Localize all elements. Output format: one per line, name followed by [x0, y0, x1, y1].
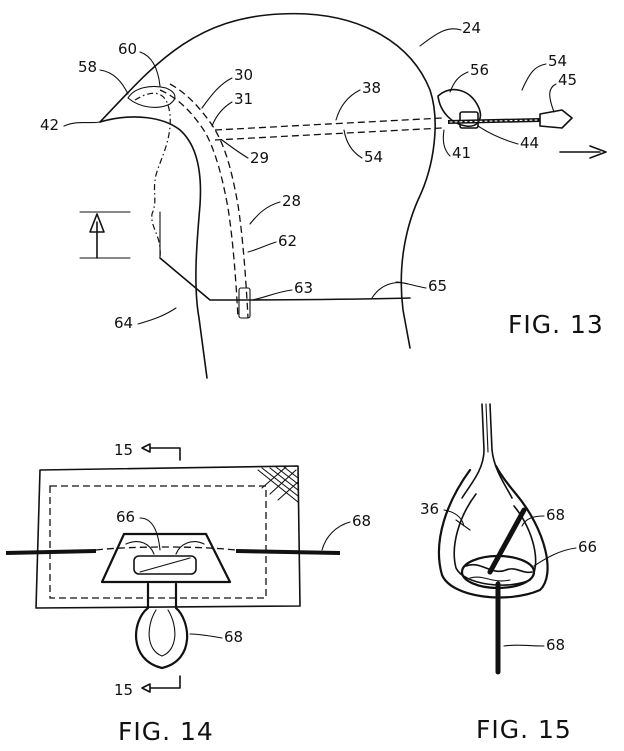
fastener-slot [133, 555, 197, 575]
fig13-caption: FIG. 13 [508, 310, 604, 339]
callout-62: 62 [278, 232, 297, 250]
callout-44: 44 [520, 134, 539, 152]
callout-45: 45 [558, 71, 577, 89]
fabric-hatch [257, 466, 299, 503]
callout-68-fig14-loop: 68 [224, 628, 243, 646]
section-mark-top [149, 447, 181, 461]
panel-strand-left [461, 403, 485, 499]
head-profile [134, 92, 171, 259]
callout-54-mid: 54 [364, 148, 383, 166]
fastener-66 [100, 532, 232, 584]
retainer-63 [238, 287, 251, 319]
callout-41: 41 [452, 144, 471, 162]
callout-38: 38 [362, 79, 381, 97]
section-15-top: 15 [114, 441, 133, 459]
cord-end-stopper [539, 109, 573, 129]
cord-68-loop [135, 582, 189, 670]
clip-58 [127, 85, 176, 108]
section-15-bottom: 15 [114, 681, 133, 699]
callout-56: 56 [470, 61, 489, 79]
callout-66-fig15: 66 [578, 538, 597, 556]
callout-68-fig14-right: 68 [352, 512, 371, 530]
callout-68-fig15-top: 68 [546, 506, 565, 524]
up-arrow [79, 211, 131, 259]
hood-hem [159, 257, 411, 301]
callout-29: 29 [250, 149, 269, 167]
channel-28 [159, 83, 443, 319]
callout-42: 42 [40, 116, 59, 134]
teardrop-inner [453, 493, 537, 586]
teardrop-outer [437, 464, 549, 599]
garment-panel [35, 465, 301, 609]
callout-68-fig15-bottom: 68 [546, 636, 565, 654]
callout-64: 64 [114, 314, 133, 332]
callout-36: 36 [420, 500, 439, 518]
cord-68-diagonal [487, 507, 527, 575]
face-opening-edge [99, 116, 208, 379]
callout-28: 28 [282, 192, 301, 210]
panel-strand-right [489, 403, 513, 499]
cord-68-right [235, 549, 341, 555]
callout-24: 24 [462, 19, 481, 37]
neck-seam [371, 282, 409, 299]
inner-seam [49, 485, 267, 599]
callout-54-top: 54 [548, 52, 567, 70]
fig15-caption: FIG. 15 [476, 715, 572, 744]
callout-60: 60 [118, 40, 137, 58]
figure-13: 24 54 56 45 58 60 30 31 38 42 29 54 41 4… [40, 12, 607, 379]
fig14-caption: FIG. 14 [118, 717, 214, 746]
callout-30: 30 [234, 66, 253, 84]
hood-outline [99, 12, 436, 349]
callout-66-fig14: 66 [116, 508, 135, 526]
callout-63: 63 [294, 279, 313, 297]
section-mark-bottom [149, 675, 181, 689]
figure-14: 15 15 66 68 68 FIG. 14 [5, 441, 371, 746]
cord-68-left [5, 549, 97, 555]
callout-31: 31 [234, 90, 253, 108]
callout-65: 65 [428, 277, 447, 295]
figure-15: 36 68 66 68 FIG. 15 [420, 403, 597, 744]
callout-58: 58 [78, 58, 97, 76]
